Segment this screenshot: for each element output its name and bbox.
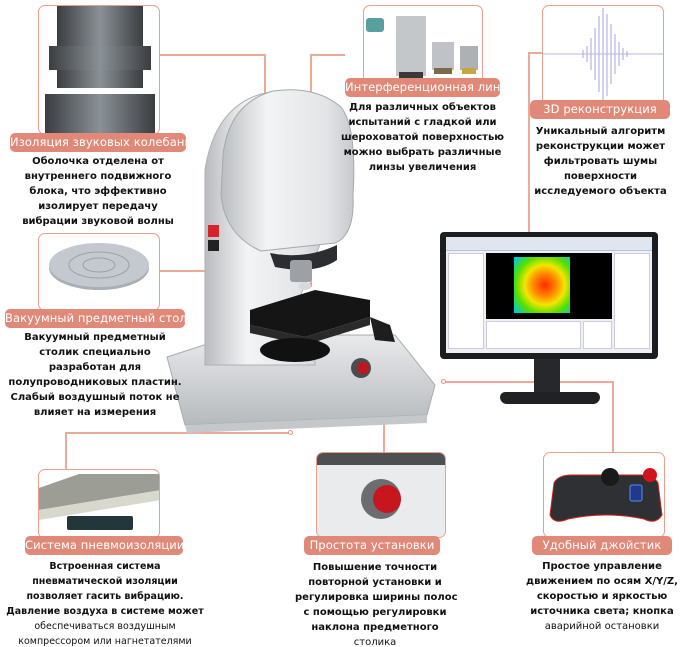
connector-line [310, 54, 345, 56]
sound-isolation-title: Изоляция звуковых колебаний [10, 133, 200, 152]
data-table [583, 321, 612, 349]
easy-setup-description: Повышение точности повторной установки и… [295, 562, 458, 647]
interference-lens-description: Для различных объектов испытаний с гладк… [340, 102, 505, 173]
pneumatic-isolation-image [38, 469, 160, 539]
pneumatic-isolation-title: Система пневмоизоляции [25, 536, 184, 555]
vacuum-stage-image [38, 233, 160, 311]
easy-setup-image [316, 452, 446, 538]
interference-lens-title: Интерференционная линза [345, 78, 514, 97]
connector-line [65, 432, 67, 470]
connector-dot [288, 430, 293, 435]
sound-isolation-description: Оболочка отделена от внутреннего подвижн… [22, 156, 174, 227]
connector-line [160, 54, 264, 56]
profile-chart [486, 321, 581, 349]
pneumatic-isolation-description: Встроенная система пневматической изоляц… [6, 561, 204, 647]
software-screen [446, 237, 652, 353]
interferometer-illustration [165, 85, 440, 440]
vacuum-stage-description: Вакуумный предметный столик специально р… [8, 332, 182, 418]
3d-reconstruction-image [542, 5, 664, 105]
monitor-illustration [440, 232, 658, 410]
monitor-stand [534, 359, 560, 394]
joystick-title: Удобный джойстик [532, 536, 672, 555]
vacuum-stage-title: Вакуумный предметный столик [5, 309, 201, 328]
joystick-description: Простое управление движением по осям X/Y… [526, 561, 678, 632]
connector-line [65, 432, 290, 434]
right-panel [614, 253, 650, 349]
connector-line [528, 52, 530, 292]
3d-reconstruction-description: Уникальный алгоритм реконструкции может … [534, 126, 667, 197]
sound-isolation-image [38, 5, 160, 135]
interference-lens-image [363, 5, 483, 85]
3d-surface-view [486, 253, 612, 319]
connector-line [612, 381, 614, 454]
connector-line [528, 52, 542, 54]
joystick-image [543, 452, 665, 538]
easy-setup-title: Простота установки [304, 536, 440, 555]
connector-dot [441, 379, 446, 384]
connector-line [445, 381, 613, 383]
3d-reconstruction-title: 3D реконструкция [530, 100, 670, 119]
tree-panel [448, 253, 484, 349]
